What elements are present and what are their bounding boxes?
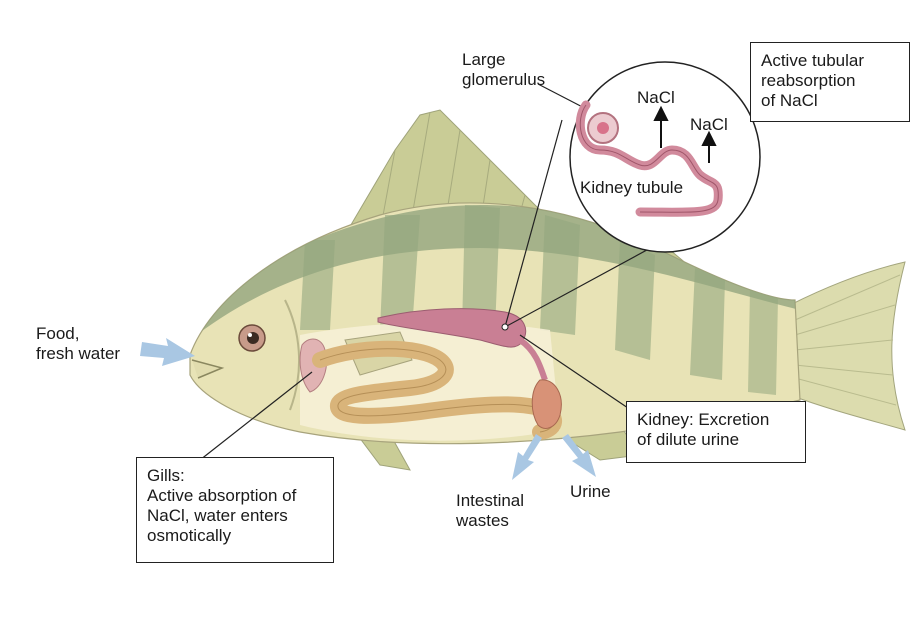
label-line: Gills: xyxy=(147,466,185,485)
kidney-callout-dot xyxy=(501,323,509,331)
label-line: osmotically xyxy=(147,526,232,545)
label-kidney-tubule: Kidney tubule xyxy=(580,178,684,197)
label-large-glomerulus: Large glomerulus xyxy=(462,50,545,90)
urine-arrow xyxy=(562,434,596,477)
label-line: Food, xyxy=(36,324,80,343)
label-food-fresh-water: Food, fresh water xyxy=(36,324,120,364)
kidney-tubule-outline xyxy=(579,104,719,213)
label-line: Active absorption of xyxy=(147,486,297,505)
tail-rays xyxy=(794,274,901,406)
callout-active-tubular: Active tubular reabsorption of NaCl xyxy=(750,42,910,122)
label-urine: Urine xyxy=(570,482,611,501)
intestinal-wastes-arrow xyxy=(512,434,542,480)
ureter xyxy=(518,337,548,381)
label-line: Active tubular xyxy=(761,51,864,70)
label-line: fresh water xyxy=(36,344,121,363)
label-line: Kidney: Excretion xyxy=(637,410,770,429)
callout-gills: Gills: Active absorption of NaCl, water … xyxy=(136,457,334,563)
flow-arrows xyxy=(140,338,596,480)
label-line: glomerulus xyxy=(462,70,546,89)
label-line: Large xyxy=(462,50,506,69)
label-nacl-1: NaCl xyxy=(637,88,675,107)
tail-fin xyxy=(789,261,906,431)
label-line: of NaCl xyxy=(761,91,818,110)
label-line: of dilute urine xyxy=(637,430,740,449)
label-line: NaCl, water enters xyxy=(147,506,288,525)
label-intestinal-wastes: Intestinal wastes xyxy=(456,491,524,531)
label-line: Intestinal xyxy=(456,491,525,510)
label-nacl-2: NaCl xyxy=(690,115,728,134)
mouth xyxy=(191,359,225,379)
label-line: reabsorption xyxy=(761,71,856,90)
eye-highlight xyxy=(248,333,252,337)
nacl-arrows xyxy=(653,105,717,163)
urinary-bladder xyxy=(531,379,562,429)
glomerulus-core xyxy=(597,122,609,134)
gill-cover xyxy=(284,299,300,411)
label-line: wastes xyxy=(456,511,509,530)
callout-kidney-excretion: Kidney: Excretion of dilute urine xyxy=(626,401,806,463)
intake-arrow xyxy=(140,338,195,366)
